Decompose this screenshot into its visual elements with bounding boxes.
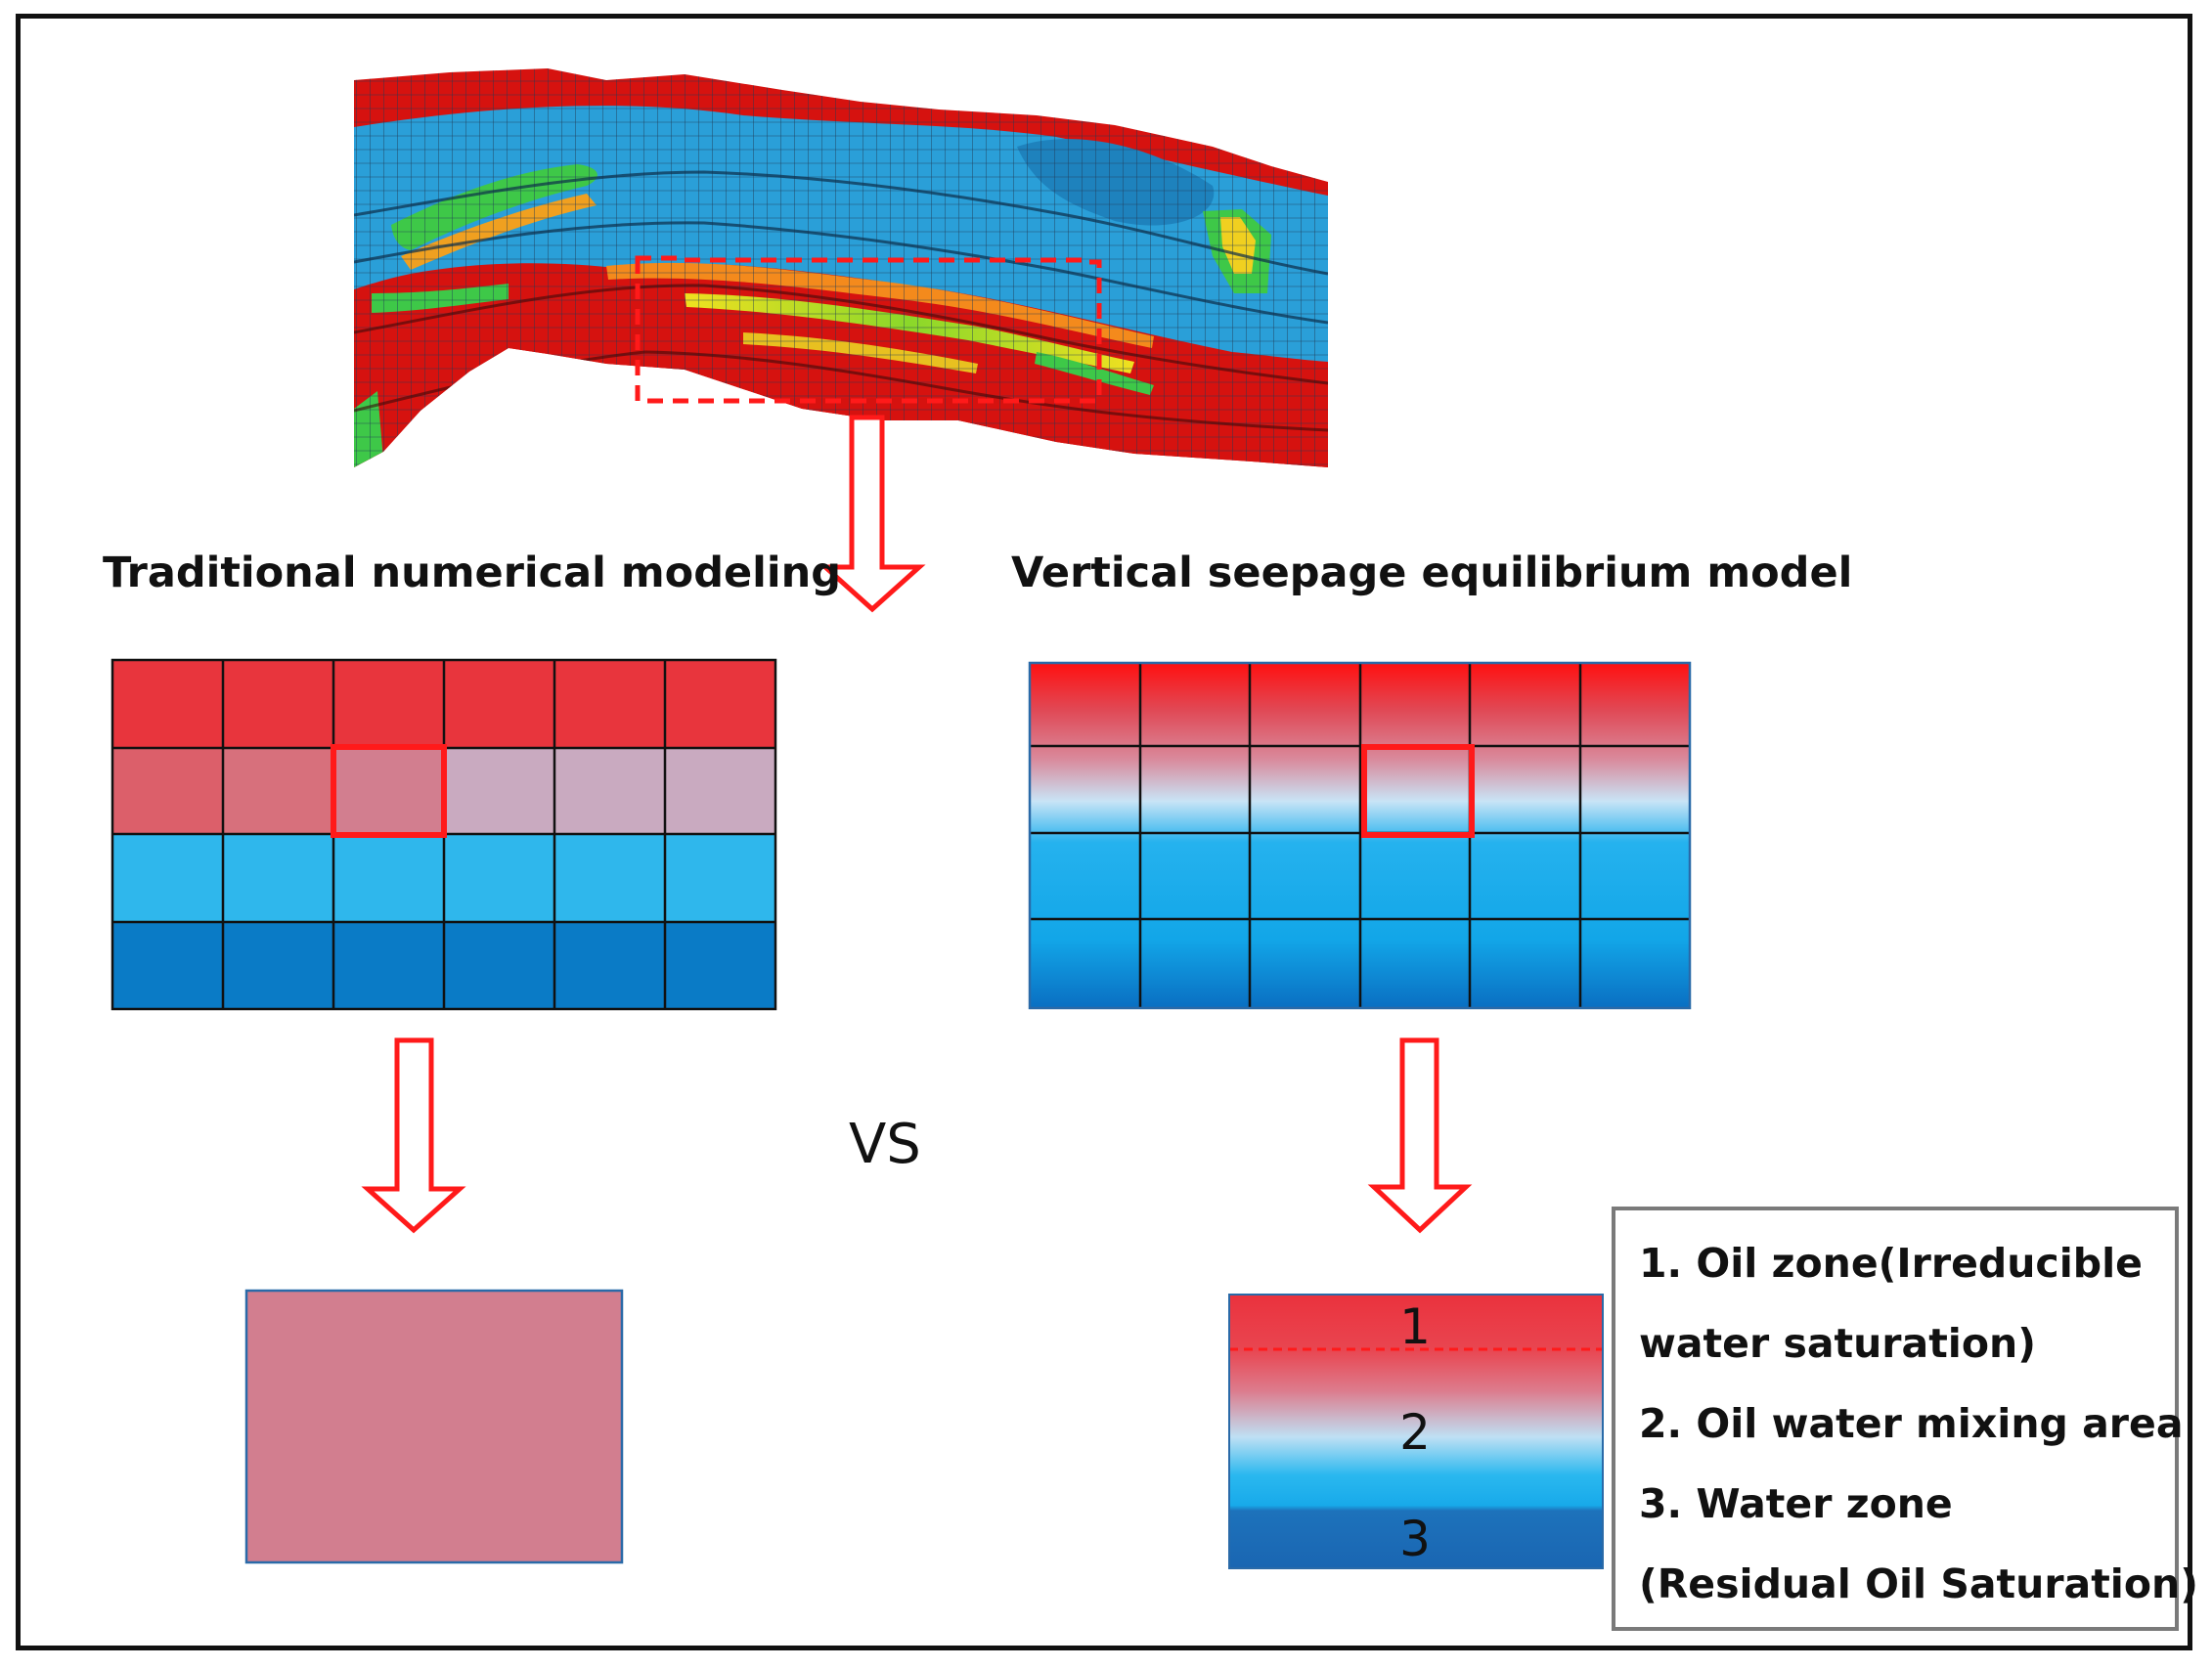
legend-line: (Residual Oil Saturation) [1639, 1560, 2198, 1607]
versus-label: VS [849, 1113, 921, 1176]
legend-line: 3. Water zone [1639, 1480, 1953, 1527]
selected-cell-right [1361, 744, 1475, 838]
zone-label-3: 3 [1399, 1511, 1431, 1567]
three-zone-block [1228, 1294, 1604, 1569]
zone-label-2: 2 [1399, 1404, 1431, 1461]
selected-cell-left [331, 744, 447, 838]
zone-label-1: 1 [1399, 1298, 1431, 1355]
legend-line: 1. Oil zone(Irreducible [1639, 1240, 2143, 1287]
title-vertical-seepage-model: Vertical seepage equilibrium model [1011, 549, 1853, 597]
legend-line: water saturation) [1639, 1320, 2036, 1367]
reservoir-model-image [354, 68, 1328, 467]
title-traditional-modeling: Traditional numerical modeling [103, 549, 842, 597]
traditional-grid [111, 658, 777, 1011]
upscaled-block [244, 1289, 624, 1564]
vertical-seepage-grid [1028, 661, 1692, 1010]
arrow-down-right-icon [1367, 1037, 1473, 1234]
arrow-down-left-icon [361, 1037, 466, 1234]
zone-legend: 1. Oil zone(Irreducible water saturation… [1612, 1207, 2198, 1631]
arrow-down-icon [818, 415, 926, 613]
legend-line: 2. Oil water mixing area [1639, 1400, 2184, 1447]
figure-frame [16, 14, 2192, 1650]
